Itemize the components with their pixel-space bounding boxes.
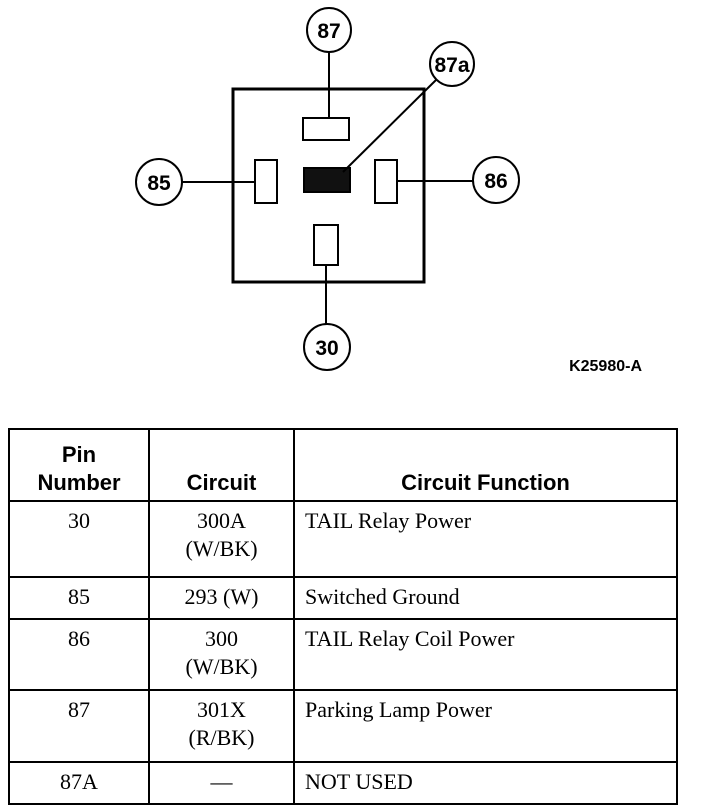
callout-86-circle [472,156,520,204]
table-row: 87A — NOT USED [8,761,678,805]
cell-function: Switched Ground [293,576,678,620]
callout-85-circle [135,158,183,206]
callout-87-circle [306,7,352,53]
relay-pinout-diagram: 87 87a 85 86 30 K25980-A [135,7,642,375]
pin-label-85: 85 [147,172,171,195]
terminal-87a [303,167,351,193]
pin-label-87a: 87a [434,54,469,77]
terminal-30 [313,224,339,266]
header-circuit: Circuit [148,428,295,502]
cell-circuit: — [148,761,295,805]
cell-pin: 85 [8,576,150,620]
cell-pin: 87A [8,761,150,805]
cell-function: Parking Lamp Power [293,689,678,763]
pin-label-30: 30 [315,337,338,360]
table-row: 85 293 (W) Switched Ground [8,576,678,620]
cell-function: NOT USED [293,761,678,805]
cell-circuit: 293 (W) [148,576,295,620]
table-row: 30 300A (W/BK) TAIL Relay Power [8,500,678,578]
table-row: 87 301X (R/BK) Parking Lamp Power [8,689,678,763]
table-row: 86 300 (W/BK) TAIL Relay Coil Power [8,618,678,691]
cell-function: TAIL Relay Coil Power [293,618,678,691]
pin-label-86: 86 [484,170,507,193]
pin-label-87: 87 [317,20,340,43]
header-circuit-function: Circuit Function [293,428,678,502]
terminal-85 [254,159,278,204]
cell-circuit: 300 (W/BK) [148,618,295,691]
terminal-87 [302,117,350,141]
pin-function-table: Pin Number Circuit Circuit Function 30 3… [8,428,678,805]
cell-function: TAIL Relay Power [293,500,678,578]
callout-87a-circle [429,41,475,87]
header-pin-number: Pin Number [8,428,150,502]
callout-30-circle [303,323,351,371]
cell-pin: 87 [8,689,150,763]
leader-87a [342,79,437,173]
cell-pin: 86 [8,618,150,691]
terminal-86 [374,159,398,204]
cell-pin: 30 [8,500,150,578]
cell-circuit: 301X (R/BK) [148,689,295,763]
cell-circuit: 300A (W/BK) [148,500,295,578]
figure-id: K25980-A [569,358,642,375]
table-header-row: Pin Number Circuit Circuit Function [8,428,678,502]
